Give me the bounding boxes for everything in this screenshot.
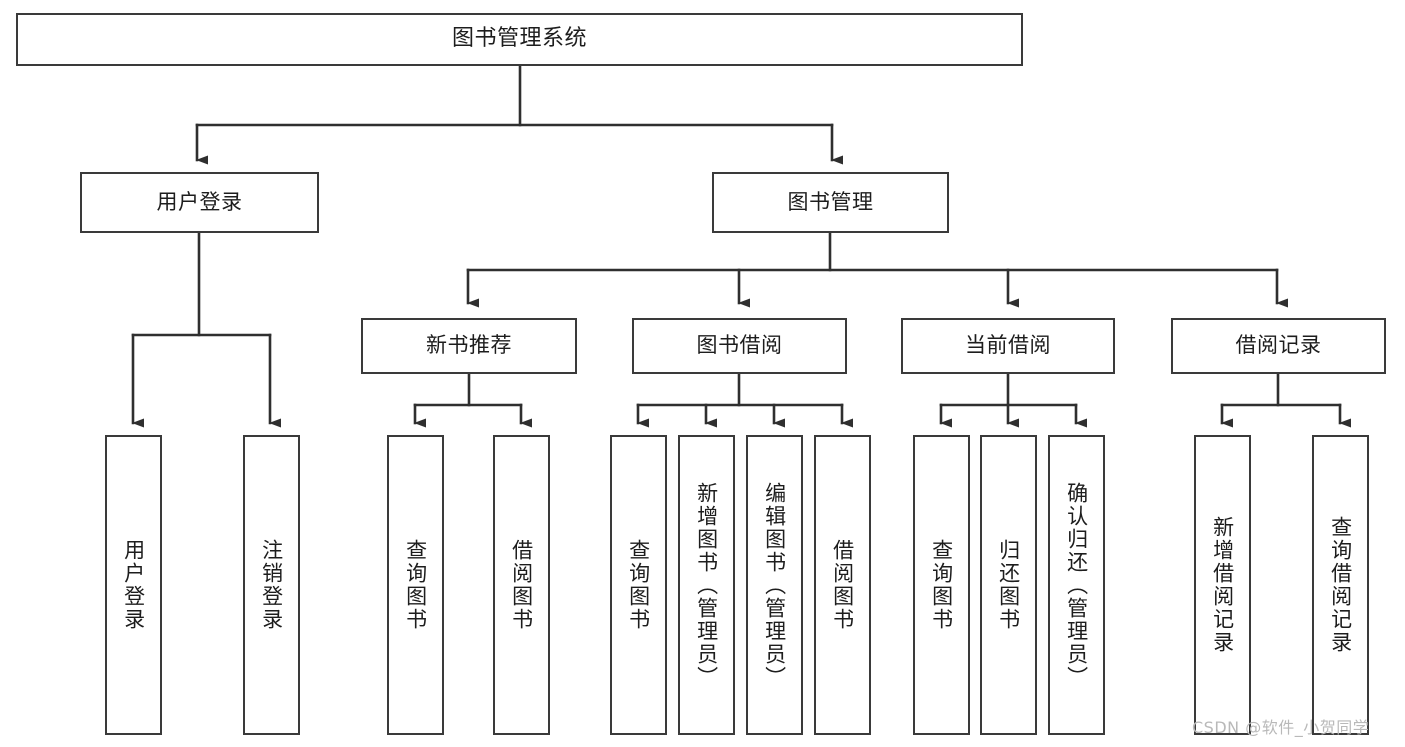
leaf-borrow-borrow-book[interactable]: 借阅图书 bbox=[814, 435, 871, 735]
node-borrow-records[interactable]: 借阅记录 bbox=[1171, 318, 1386, 374]
leaf-current-confirm-return[interactable]: 确认归还（管理员） bbox=[1048, 435, 1105, 735]
leaf-user-login-signout[interactable]: 注销登录 bbox=[243, 435, 300, 735]
csdn-watermark: CSDN @软件_小贺同学 bbox=[1192, 718, 1370, 737]
leaf-records-add-record[interactable]: 新增借阅记录 bbox=[1194, 435, 1251, 735]
node-root-system[interactable]: 图书管理系统 bbox=[16, 13, 1023, 66]
node-book-borrow[interactable]: 图书借阅 bbox=[632, 318, 847, 374]
leaf-borrow-add-book[interactable]: 新增图书（管理员） bbox=[678, 435, 735, 735]
leaf-new-book-query[interactable]: 查询图书 bbox=[387, 435, 444, 735]
leaf-borrow-query-book[interactable]: 查询图书 bbox=[610, 435, 667, 735]
leaf-current-return-book[interactable]: 归还图书 bbox=[980, 435, 1037, 735]
leaf-borrow-edit-book[interactable]: 编辑图书（管理员） bbox=[746, 435, 803, 735]
leaf-current-query-book[interactable]: 查询图书 bbox=[913, 435, 970, 735]
node-new-book-recommend[interactable]: 新书推荐 bbox=[361, 318, 577, 374]
leaf-records-query-record[interactable]: 查询借阅记录 bbox=[1312, 435, 1369, 735]
node-current-borrow[interactable]: 当前借阅 bbox=[901, 318, 1115, 374]
leaf-user-login-signin[interactable]: 用户登录 bbox=[105, 435, 162, 735]
leaf-new-book-borrow[interactable]: 借阅图书 bbox=[493, 435, 550, 735]
node-user-login[interactable]: 用户登录 bbox=[80, 172, 319, 233]
node-book-management[interactable]: 图书管理 bbox=[712, 172, 949, 233]
